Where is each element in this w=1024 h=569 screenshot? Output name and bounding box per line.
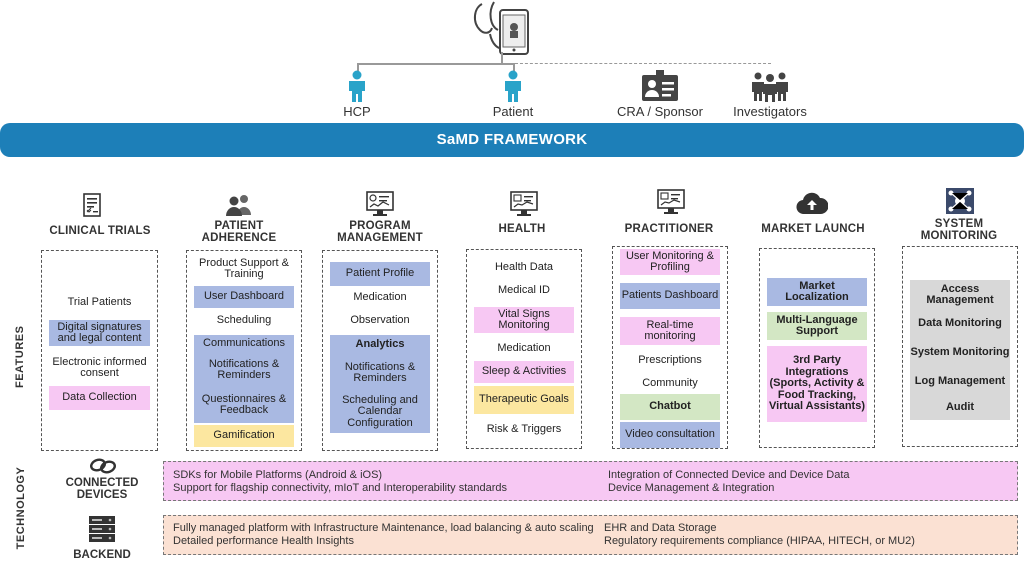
tech-text: Detailed performance Health Insights xyxy=(173,535,354,547)
feature-item: Prescriptions xyxy=(638,354,702,367)
backend-box: Fully managed platform with Infrastructu… xyxy=(163,515,1018,555)
feature-item: Vital Signs Monitoring xyxy=(474,307,574,333)
people-icon xyxy=(226,195,251,216)
feature-item: Access Management xyxy=(910,280,1010,310)
monitor-dashboard-icon xyxy=(366,191,394,216)
tech-text: SDKs for Mobile Platforms (Android & iOS… xyxy=(173,469,383,481)
feature-item: Digital signatures and legal content xyxy=(49,320,150,346)
feature-item: Real-time monitoring xyxy=(620,317,720,345)
column-title-patient-adherence: PATIENT ADHERENCE xyxy=(201,220,277,244)
mobile-stethoscope-icon xyxy=(474,1,529,55)
tech-text: Integration of Connected Device and Devi… xyxy=(608,469,850,481)
person-icon xyxy=(349,70,365,102)
server-icon xyxy=(89,516,115,542)
feature-item: Gamification xyxy=(194,425,294,447)
document-icon xyxy=(83,193,101,217)
feature-item: Questionnaires & Feedback xyxy=(194,387,294,423)
column-title-health: HEALTH xyxy=(498,223,546,235)
feature-item: User Monitoring & Profiling xyxy=(620,249,720,275)
health-features: Health Data Medical ID Vital Signs Monit… xyxy=(466,249,582,449)
framework-banner: SaMD FRAMEWORK xyxy=(0,123,1024,157)
feature-item: Data Collection xyxy=(49,386,150,410)
feature-item: Electronic informed consent xyxy=(52,355,147,379)
clinical-trials-features: Trial Patients Digital signatures and le… xyxy=(41,250,158,451)
technology-row-label: TECHNOLOGY xyxy=(15,466,27,550)
feature-item: Patients Dashboard xyxy=(620,283,720,309)
tablet-chart-icon xyxy=(657,189,685,214)
role-hcp: HCP xyxy=(327,70,387,119)
practitioner-features: User Monitoring & Profiling Patients Das… xyxy=(612,246,728,449)
column-title-program-management: PROGRAM MANAGEMENT xyxy=(337,220,423,244)
feature-item: Notifications & Reminders xyxy=(194,353,294,387)
patient-adherence-features: Product Support & Training User Dashboar… xyxy=(186,250,302,451)
role-investigators: Investigators xyxy=(722,70,818,119)
program-management-features: Patient Profile Medication Observation A… xyxy=(322,250,438,451)
feature-item: Medication xyxy=(353,291,407,304)
feature-item: Scheduling xyxy=(216,314,272,327)
person-icon xyxy=(505,70,521,102)
market-launch-features: Market Localization Multi-Language Suppo… xyxy=(759,248,875,448)
feature-item: 3rd Party Integrations (Sports, Activity… xyxy=(767,346,867,422)
feature-item: Communications xyxy=(194,335,294,353)
feature-item: Health Data xyxy=(494,261,554,274)
system-monitoring-features: Access Management Data Monitoring System… xyxy=(902,246,1018,447)
feature-item: Video consultation xyxy=(620,422,720,448)
feature-item: Sleep & Activities xyxy=(474,361,574,383)
tech-text: Fully managed platform with Infrastructu… xyxy=(173,522,594,534)
column-title-clinical-trials: CLINICAL TRIALS xyxy=(49,225,151,237)
monitor-chart-icon xyxy=(510,191,538,216)
feature-item: System Monitoring xyxy=(910,338,1010,368)
feature-item: Audit xyxy=(910,396,1010,420)
feature-item: Risk & Triggers xyxy=(486,423,562,436)
connected-devices-label: CONNECTED DEVICES xyxy=(65,477,139,501)
id-badge-icon xyxy=(642,70,678,101)
network-icon xyxy=(946,188,974,214)
feature-item: Community xyxy=(642,377,698,390)
feature-item: Observation xyxy=(350,314,410,327)
feature-item: Multi-Language Support xyxy=(767,312,867,340)
link-icon xyxy=(90,458,116,474)
feature-item: Notifications & Reminders xyxy=(330,355,430,391)
feature-item: Analytics xyxy=(330,335,430,355)
backend-label: BACKEND xyxy=(73,549,131,561)
feature-item: Market Localization xyxy=(767,278,867,306)
feature-item: User Dashboard xyxy=(194,286,294,308)
tech-text: Regulatory requirements compliance (HIPA… xyxy=(604,535,915,547)
feature-item: Product Support & Training xyxy=(199,256,289,280)
tech-text: Support for flagship connectivity, mIoT … xyxy=(173,482,508,494)
tech-text: EHR and Data Storage xyxy=(604,522,717,534)
column-title-market-launch: MARKET LAUNCH xyxy=(761,223,865,235)
feature-item: Therapeutic Goals xyxy=(474,386,574,414)
feature-item: Trial Patients xyxy=(67,296,132,309)
features-row-label: FEATURES xyxy=(14,325,26,388)
feature-item: Medical ID xyxy=(498,284,550,297)
role-patient: Patient xyxy=(483,70,543,119)
tech-text: Device Management & Integration xyxy=(608,482,775,494)
column-title-practitioner: PRACTITIONER xyxy=(624,223,714,235)
feature-item: Data Monitoring xyxy=(910,310,1010,338)
feature-item: Scheduling and Calendar Configuration xyxy=(330,391,430,433)
cloud-upload-icon xyxy=(796,192,828,215)
feature-item: Chatbot xyxy=(620,394,720,420)
group-icon xyxy=(752,72,788,102)
connected-devices-box: SDKs for Mobile Platforms (Android & iOS… xyxy=(163,461,1018,501)
feature-item: Medication xyxy=(497,342,551,355)
feature-item: Patient Profile xyxy=(330,262,430,286)
role-cra-sponsor: CRA / Sponsor xyxy=(610,70,710,119)
column-title-system-monitoring: SYSTEM MONITORING xyxy=(920,218,998,242)
feature-item: Log Management xyxy=(910,368,1010,396)
